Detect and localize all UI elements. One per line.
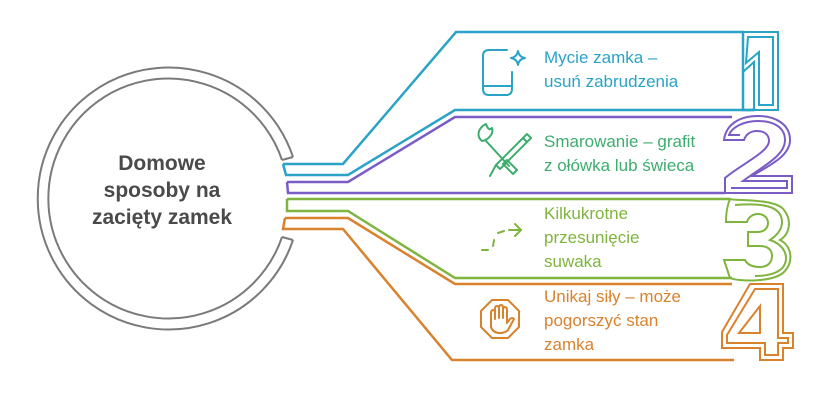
item-2-line: Smarowanie – grafit bbox=[544, 132, 696, 151]
item-4-line: pogorszyć stan bbox=[544, 311, 659, 330]
band-3 bbox=[285, 197, 732, 280]
center-ring bbox=[36, 66, 294, 331]
center-title: Domowe sposoby na zacięty zamek bbox=[62, 150, 262, 231]
center-title-line: zacięty zamek bbox=[91, 206, 233, 229]
numeral-2 bbox=[722, 114, 793, 194]
band-2 bbox=[285, 115, 732, 195]
numeral-1 bbox=[742, 31, 779, 111]
item-4-line: Unikaj siły – może bbox=[544, 287, 681, 306]
item-1-line: Mycie zamka – bbox=[544, 48, 658, 67]
item-3-label: Kilkukrotne przesunięcie suwaka bbox=[544, 202, 639, 274]
brush-pen-crossed-icon bbox=[477, 123, 532, 177]
band-4 bbox=[281, 216, 734, 362]
item-4-label: Unikaj siły – może pogorszyć stan zamka bbox=[544, 285, 681, 357]
center-title-line: sposoby na bbox=[103, 179, 221, 202]
item-3-line: suwaka bbox=[544, 252, 602, 271]
book-sparkle-icon bbox=[482, 49, 526, 96]
numeral-3 bbox=[722, 197, 792, 282]
stop-hand-icon bbox=[480, 299, 520, 339]
numeral-4 bbox=[721, 283, 794, 361]
dashed-path-arrow-icon bbox=[481, 223, 522, 251]
item-1-label: Mycie zamka – usuń zabrudzenia bbox=[544, 46, 678, 94]
item-2-line: z ołówka lub świeca bbox=[544, 156, 695, 175]
item-1-line: usuń zabrudzenia bbox=[544, 72, 679, 91]
item-2-label: Smarowanie – grafit z ołówka lub świeca bbox=[544, 130, 695, 178]
center-title-line: Domowe bbox=[118, 152, 206, 175]
item-4-line: zamka bbox=[544, 335, 595, 354]
item-3-line: Kilkukrotne bbox=[544, 204, 629, 223]
item-3-line: przesunięcie bbox=[544, 228, 640, 247]
